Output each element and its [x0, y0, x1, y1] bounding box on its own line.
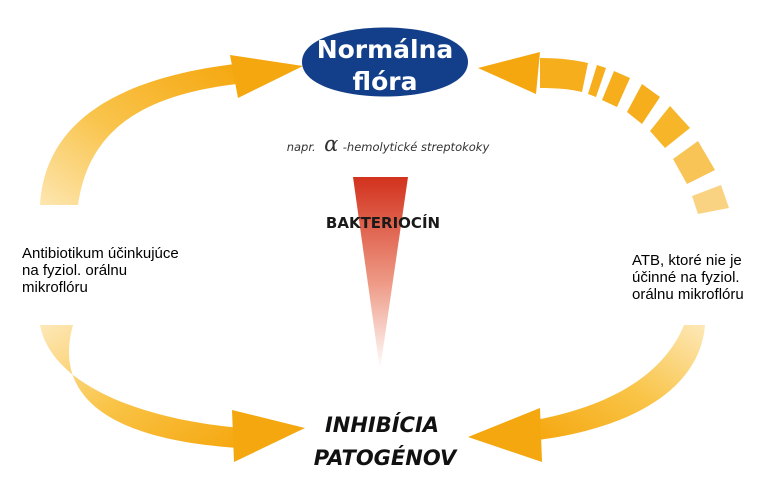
right-label-line3: orálnu mikroflóru	[632, 286, 744, 303]
left-label: Antibiotikum účinkujúce na fyziol. oráln…	[22, 245, 179, 296]
bottom-right-arrow	[468, 325, 705, 462]
example-prefix: napr.	[287, 140, 316, 154]
example-suffix: -hemolytické streptokoky	[343, 140, 490, 154]
bottom-left-arrow	[40, 325, 305, 462]
right-label-line1: ATB, ktoré nie je	[632, 252, 742, 269]
inhibition-node: INHIBÍCIA PATOGÉNOV	[314, 412, 458, 470]
example-caption: napr. α -hemolytické streptokoky	[287, 132, 490, 156]
right-label-line2: účinné na fyziol.	[632, 269, 740, 286]
bacteriocin-label: BAKTERIOCÍN	[326, 213, 440, 232]
normal-flora-line2: flóra	[353, 67, 418, 96]
normal-flora-node: Normálna flóra	[302, 27, 468, 97]
normal-flora-line1: Normálna	[317, 35, 454, 64]
right-label: ATB, ktoré nie je účinné na fyziol. orál…	[632, 252, 744, 303]
left-label-line2: na fyziol. orálnu	[22, 262, 128, 279]
top-left-arrow	[40, 55, 303, 205]
left-label-line3: mikroflóru	[22, 279, 88, 296]
top-right-dashed-arrow	[478, 52, 729, 214]
left-label-line1: Antibiotikum účinkujúce	[22, 245, 179, 262]
bacteriocin-wedge	[353, 177, 408, 370]
inhibition-line2: PATOGÉNOV	[314, 445, 458, 470]
alpha-symbol: α	[324, 132, 338, 156]
inhibition-line1: INHIBÍCIA	[325, 412, 439, 437]
